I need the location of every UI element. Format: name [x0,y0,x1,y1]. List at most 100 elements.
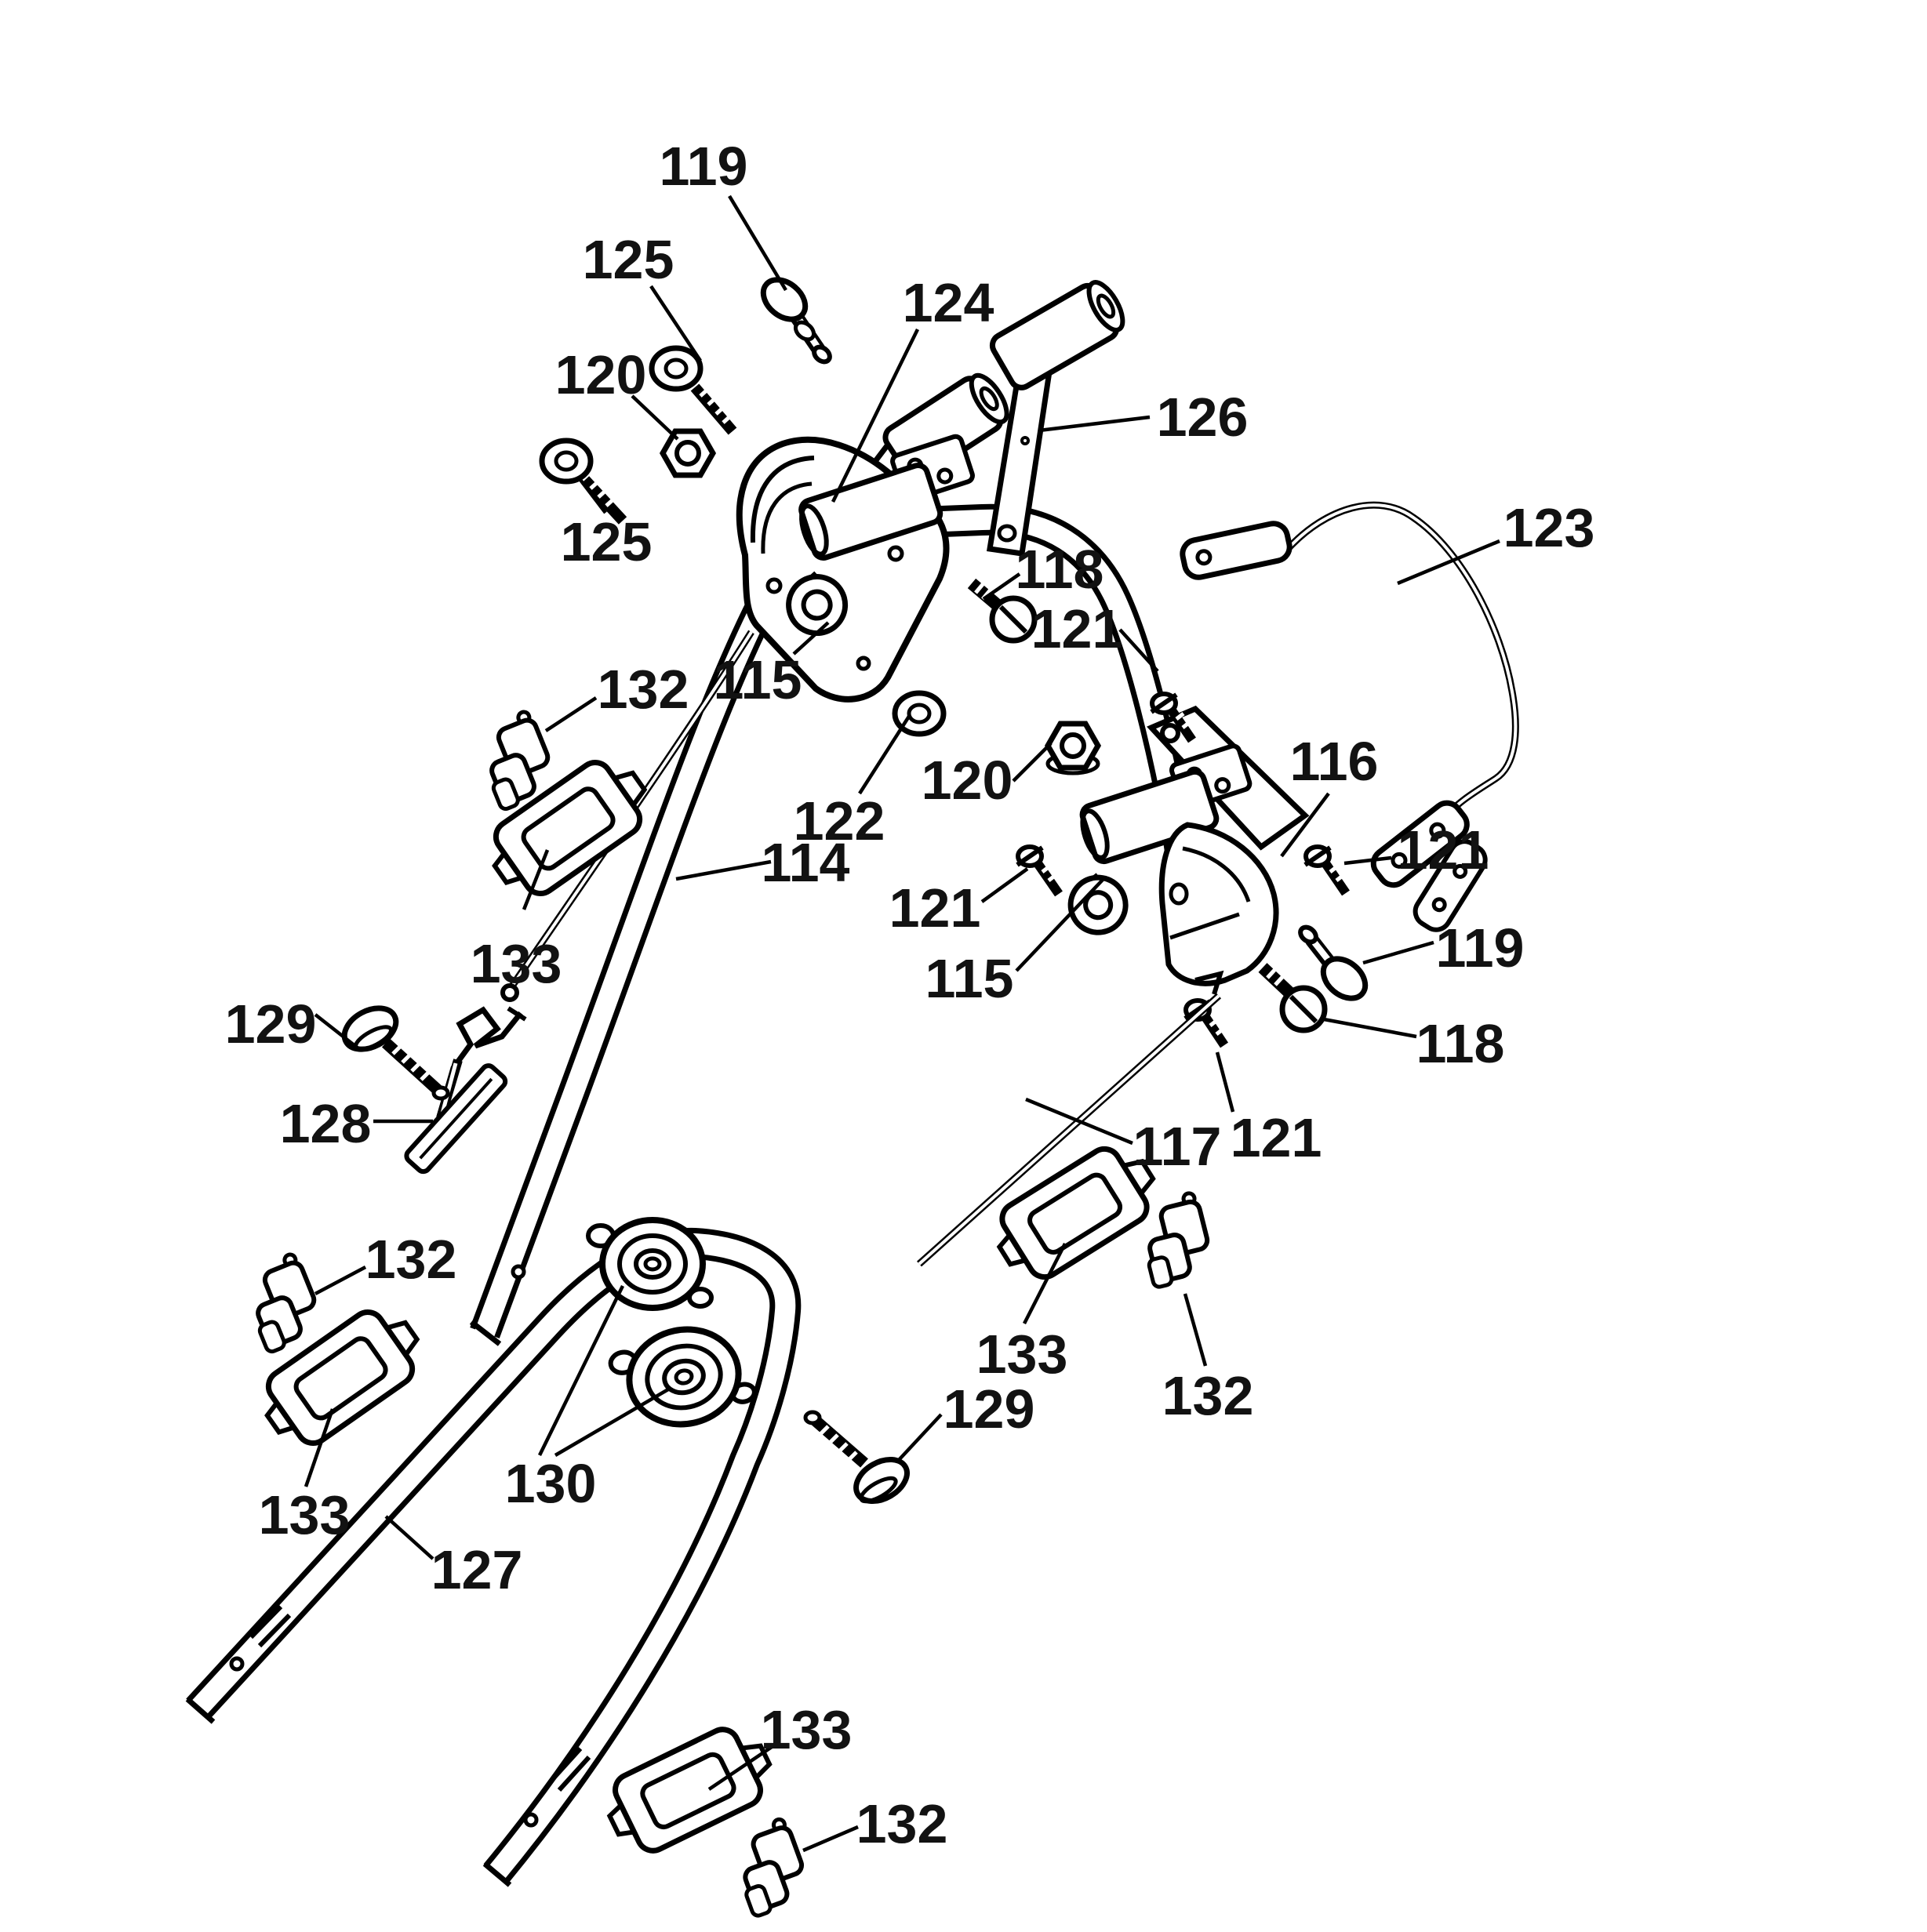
cable-clip-bottom [743,1817,805,1918]
flange-nut-mid [1044,721,1102,775]
callout-119-19: 119 [1436,917,1525,979]
leader-bolt-121-b [1343,855,1392,866]
callout-115-16: 115 [925,948,1014,1009]
leader-cable-clip-132-right [1183,1293,1208,1367]
leader-bolt-119-right [1362,940,1434,965]
shoulder-bolt-top [760,277,832,365]
callout-117-22: 117 [1133,1116,1222,1177]
callout-129-31: 129 [944,1378,1035,1440]
leader-cable-clamp-115-lower [1015,878,1104,972]
washer [892,690,947,737]
leader-bolt-119-top [728,194,787,292]
washer-screw-lower [539,438,627,525]
callout-119-0: 119 [660,136,748,197]
leader-bracket-116 [1280,792,1330,858]
callout-121-18: 121 [1398,819,1489,881]
leader-washer-122 [858,714,911,795]
slotted-screw-upper [967,578,1038,644]
leader-bolt-121-d [980,867,1029,903]
leader-grommet-133-right [1022,1242,1067,1325]
callout-129-23: 129 [225,993,317,1055]
callout-130-27: 130 [505,1453,597,1514]
leader-cable-clamp-115-upper [792,621,830,656]
leader-washer-screw-125-lower [579,478,607,514]
callout-133-29: 133 [976,1324,1068,1385]
leader-flange-nut-120-mid [1012,742,1053,783]
leader-bolt-129-right [897,1413,943,1462]
leader-cable-clip-132-lower-left [314,1266,367,1295]
callout-120-2: 120 [555,344,647,405]
leader-cable-clip-132-bottom [802,1825,859,1853]
leader-throttle-lever-126 [1038,415,1151,433]
leader-handle-knobs-130 [554,1388,670,1457]
grommet-right [996,1146,1156,1280]
small-bolt-a [1150,692,1196,743]
callout-118-20: 118 [1416,1013,1505,1074]
callout-132-12: 132 [598,659,689,720]
leader-grommet-133-lower-left [304,1408,335,1487]
lower-handle-tube [187,1244,785,1885]
leader-upper-handle-114 [675,859,772,881]
carriage-bolt-left [341,1005,450,1101]
callout-126-5: 126 [1157,387,1249,448]
leader-grommet-133-bottom [707,1745,773,1791]
callout-layer: 1191251201251241261231151181211221201321… [225,136,1595,1854]
callout-115-7: 115 [714,649,802,710]
leader-cable-clip-132-upper-left [544,696,598,732]
leader-throttle-control-124 [831,329,920,503]
cable-clip-upper-left [489,710,551,812]
grommet-bottom [606,1727,773,1854]
callout-127-28: 127 [431,1539,523,1600]
leader-handle-knobs-130 [537,1285,625,1456]
handle-knob-upper [586,1217,714,1311]
handle-bracket [1158,822,1279,986]
cable-clamp-lower [1067,743,1253,935]
cable-clip-lower-left [256,1252,317,1354]
leader-flange-nut-120-upper [631,394,679,441]
callout-120-11: 120 [922,750,1013,811]
cable-clamp-upper [786,434,975,637]
handle-latch [404,1006,527,1175]
grommet-lower-left [264,1309,420,1446]
small-bolt-b [1303,844,1350,896]
leader-grommet-133-upper-left [522,849,550,910]
flange-nut-upper [659,428,717,478]
shoulder-bolt-right [1298,924,1369,1001]
callout-125-3: 125 [561,511,653,572]
leader-control-bail-123 [1397,539,1500,586]
small-bolt-d [1016,844,1063,897]
callout-132-33: 132 [856,1793,948,1854]
slotted-screw-right [1258,963,1328,1033]
handle-knob-lower [608,1326,757,1428]
cable-clip-right [1147,1191,1210,1289]
callout-121-21: 121 [1231,1107,1322,1168]
callout-128-24: 128 [280,1093,372,1154]
callout-133-13: 133 [471,933,562,994]
carriage-bolt-right [803,1410,910,1505]
leader-screw-118-right [1323,1017,1417,1039]
leader-bolt-129-left [314,1013,361,1051]
callout-118-8: 118 [1016,539,1104,600]
brake-rod [919,970,1224,1264]
leader-rod-117 [1025,1097,1133,1146]
callout-116-17: 116 [1290,731,1379,792]
callout-121-15: 121 [889,877,981,939]
leader-bolt-121-a [1118,628,1159,673]
callout-132-30: 132 [1162,1365,1254,1426]
callout-133-32: 133 [761,1699,853,1760]
callout-124-4: 124 [903,272,994,333]
callout-114-14: 114 [762,832,850,893]
callout-121-9: 121 [1031,598,1123,659]
leader-screw-118-upper [982,572,1021,601]
callout-132-25: 132 [365,1229,457,1290]
callout-125-1: 125 [583,229,674,290]
callout-133-26: 133 [259,1484,351,1545]
leader-bolt-121-c [1215,1051,1235,1113]
control-bail [1180,505,1515,932]
washer-screw-upper [649,345,737,435]
leader-washer-screw-125-upper [649,285,702,362]
leader-lower-handle-127 [384,1515,434,1560]
callout-123-6: 123 [1503,497,1595,558]
